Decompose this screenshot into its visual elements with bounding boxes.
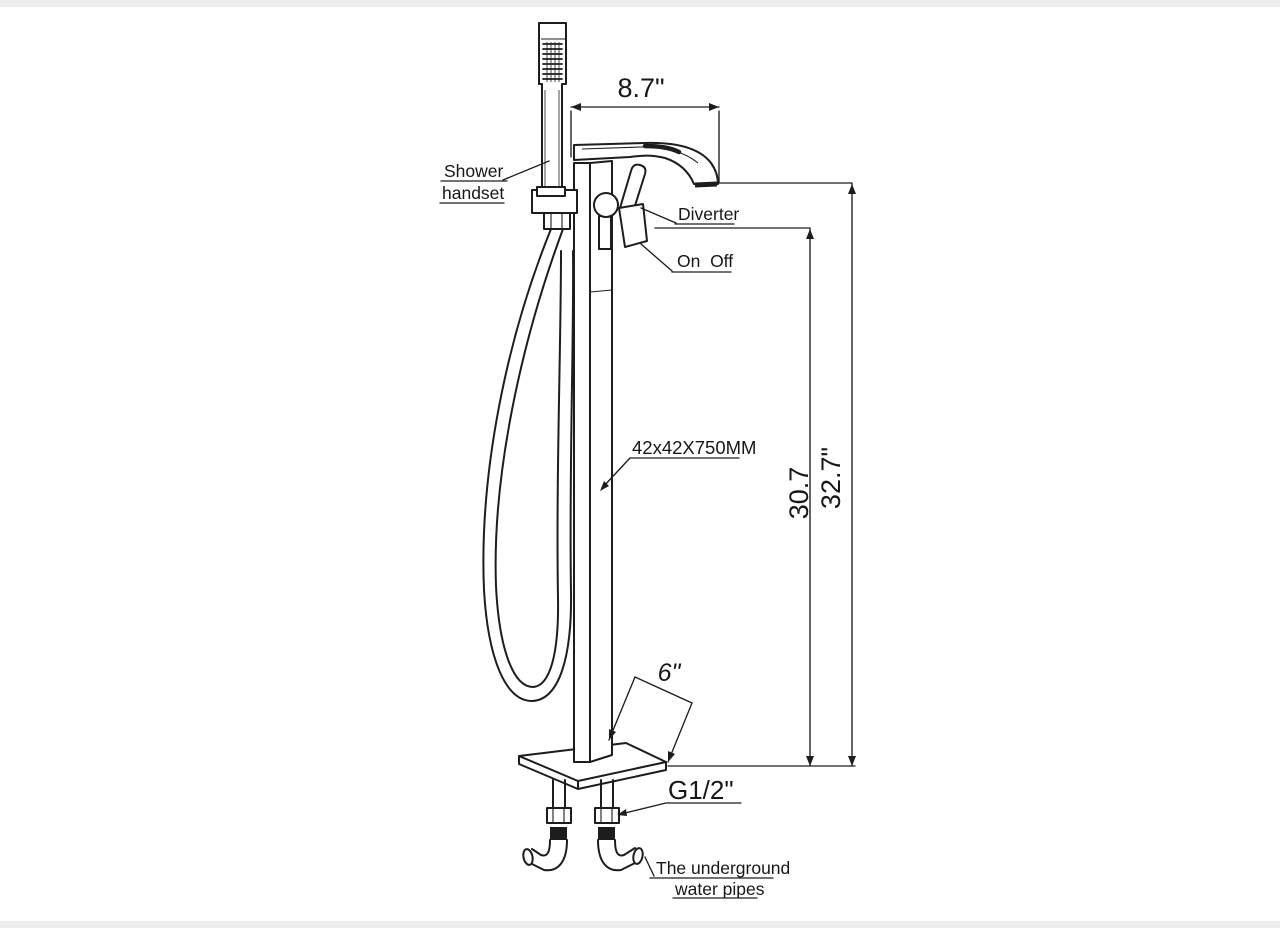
thread-size-callout: G1/2" xyxy=(617,775,742,816)
base-size-value: 6" xyxy=(658,659,682,687)
supply-pipe-left xyxy=(522,779,572,872)
on-off-label: On Off xyxy=(677,251,733,271)
dimension-spout-height: 32.7" xyxy=(718,182,856,767)
dimension-base-size: 6" xyxy=(608,659,693,763)
column-size-value: 42x42X750MM xyxy=(632,437,756,458)
underground-pipes-callout: The underground water pipes xyxy=(644,856,790,899)
pipe-opening-left xyxy=(522,848,534,866)
handle-height-value: 30.7 xyxy=(784,467,814,520)
hose-nut xyxy=(543,212,571,230)
underground-label-1: The underground xyxy=(656,858,790,878)
dimension-spout-reach: 8.7" xyxy=(570,73,720,184)
faucet-column xyxy=(573,160,613,763)
pipe-seal-left xyxy=(550,827,567,840)
pipe-opening-right xyxy=(632,847,644,865)
thread-size-value: G1/2" xyxy=(668,775,734,805)
on-off-callout: On Off xyxy=(640,243,733,273)
pipe-nut-right xyxy=(594,807,620,824)
supply-pipe-right xyxy=(594,779,644,872)
on-off-handle xyxy=(619,163,647,213)
shower-handset xyxy=(531,22,578,230)
pipe-nut-left xyxy=(546,807,572,824)
spout-reach-value: 8.7" xyxy=(617,73,664,103)
diverter-valve-body xyxy=(618,203,648,248)
spray-face-texture xyxy=(542,43,563,80)
handset-collar xyxy=(536,186,566,197)
hand-shower-hose xyxy=(482,228,575,702)
shower-handset-label-2: handset xyxy=(442,183,504,203)
column-size-callout: 42x42X750MM xyxy=(600,437,756,491)
photo-edge-bottom xyxy=(0,921,1280,928)
shower-handset-label-1: Shower xyxy=(444,161,504,181)
diverter-callout: Diverter xyxy=(640,204,739,225)
spout xyxy=(573,141,719,188)
column-joint-line xyxy=(589,289,613,293)
diverter-knob xyxy=(593,192,619,250)
photo-edge-top xyxy=(0,0,1280,7)
spout-opening xyxy=(694,181,718,188)
pipe-seal-right xyxy=(598,827,615,840)
shower-handset-callout: Shower handset xyxy=(439,160,550,204)
spout-height-value: 32.7" xyxy=(816,447,846,509)
dimension-handle-height: 30.7 xyxy=(654,227,814,767)
underground-label-2: water pipes xyxy=(674,879,765,899)
diverter-label: Diverter xyxy=(678,204,739,224)
